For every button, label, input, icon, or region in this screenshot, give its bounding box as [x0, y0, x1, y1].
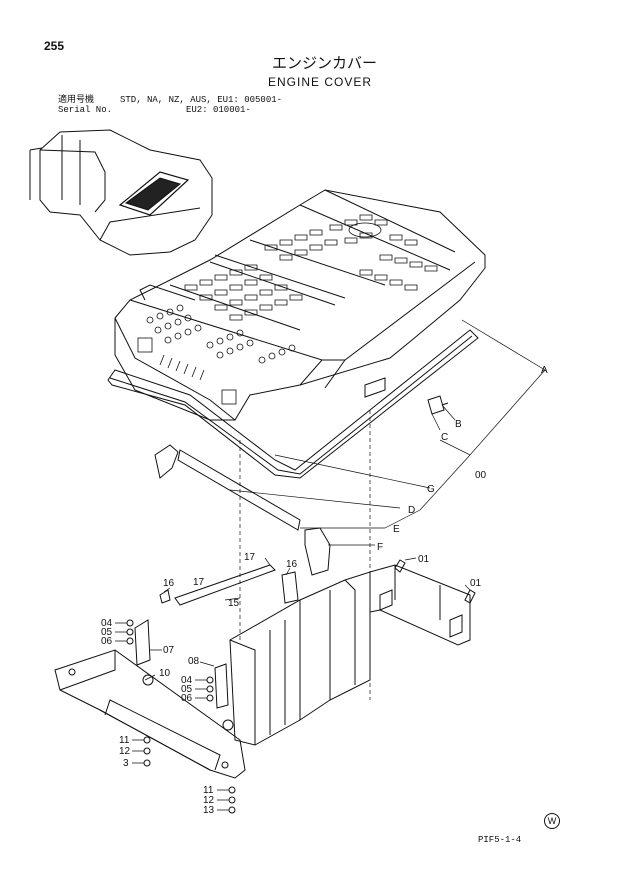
drawing-code: PIF5-1-4 — [478, 835, 522, 845]
serial-range-2: EU2: 010001- — [186, 105, 251, 115]
callout-00: 00 — [475, 470, 487, 481]
callout-05a: 05 — [101, 627, 113, 638]
callout-f: F — [377, 542, 383, 553]
support-frame — [229, 564, 471, 746]
callout-16a: 16 — [286, 559, 298, 570]
page-number: 255 — [44, 39, 65, 53]
callout-d: D — [408, 505, 415, 516]
base-plate — [54, 649, 246, 779]
callout-06a: 06 — [101, 636, 113, 647]
callout-08: 08 — [188, 656, 200, 667]
cover-handle — [139, 284, 196, 301]
callout-17b: 17 — [193, 577, 205, 588]
callout-3: 3 — [123, 758, 129, 769]
callout-17a: 17 — [244, 552, 256, 563]
callout-b: B — [455, 419, 462, 430]
excavator-thumbnail — [29, 129, 213, 256]
hinge-b — [427, 395, 449, 415]
callout-11b: 11 — [203, 785, 214, 796]
callout-01a: 01 — [418, 554, 430, 565]
callout-06b: 06 — [181, 693, 193, 704]
knob-10 — [142, 674, 154, 686]
side-vent-holes — [137, 304, 296, 405]
callout-10: 10 — [159, 668, 171, 679]
callout-12a: 12 — [119, 746, 131, 757]
seal-ring — [107, 329, 479, 479]
callout-12b: 12 — [203, 795, 215, 806]
callout-16b: 16 — [163, 578, 175, 589]
vent-slots — [184, 214, 438, 321]
callout-e: E — [393, 524, 400, 535]
page-title-jp: エンジンカバー — [272, 55, 378, 72]
callout-c: C — [441, 432, 448, 443]
callout-labels: A B C 00 G D E F 01 01 17 16 16 17 15 04… — [101, 365, 548, 816]
latch-07 — [134, 619, 151, 666]
callout-11a: 11 — [119, 735, 130, 746]
bracket — [364, 377, 386, 398]
callout-g: G — [427, 484, 435, 495]
seal-strip-f — [304, 527, 331, 576]
callout-05b: 05 — [181, 684, 193, 695]
page-title: ENGINE COVER — [268, 75, 373, 89]
seal-strip-e — [177, 449, 301, 531]
serial-range-1: STD, NA, NZ, AUS, EU1: 005001- — [120, 95, 283, 105]
engine-cover-panel — [114, 189, 486, 421]
callout-13: 13 — [203, 805, 215, 816]
callout-04a: 04 — [101, 618, 113, 629]
serial-label-jp: 適用号機 — [58, 95, 95, 105]
callout-15: 15 — [228, 598, 240, 609]
serial-label: Serial No. — [58, 105, 113, 115]
support-rod — [174, 564, 276, 606]
callout-a: A — [541, 365, 548, 376]
callout-04b: 04 — [181, 675, 193, 686]
callout-07: 07 — [163, 645, 175, 656]
seal-strip-end — [154, 444, 179, 479]
latch-08 — [214, 663, 229, 709]
callout-01b: 01 — [470, 578, 482, 589]
corner-mark: W — [544, 813, 560, 829]
